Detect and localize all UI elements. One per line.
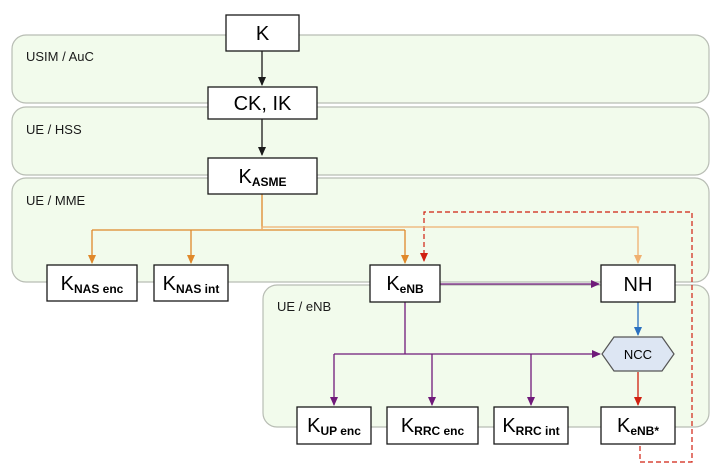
key-krrc-int-label: KRRC int <box>502 415 559 438</box>
key-kasme-sub: ASME <box>252 175 287 189</box>
key-box-nh: NH <box>600 264 676 303</box>
key-box-k: K <box>225 14 300 52</box>
key-box-knas-enc: KNAS enc <box>46 264 138 302</box>
zone-usim-auc <box>11 34 710 104</box>
key-krrc-enc-label: KRRC enc <box>401 415 465 438</box>
key-box-kenb-star: KeNB* <box>600 406 676 445</box>
key-kenb-label: KeNB <box>386 273 424 296</box>
key-box-krrc-enc: KRRC enc <box>386 406 479 445</box>
key-krrc-int-sub: RRC int <box>516 424 560 438</box>
key-k-label: K <box>256 23 270 45</box>
key-box-knas-int: KNAS int <box>153 264 229 302</box>
key-kup-enc-label: KUP enc <box>307 415 361 438</box>
kenb-star-feedback-dashed-arrow <box>420 211 693 463</box>
key-kasme-label: KASME <box>238 166 286 189</box>
key-kup-enc-main: K <box>307 415 321 437</box>
key-krrc-enc-sub: RRC enc <box>414 424 464 438</box>
key-box-kup-enc: KUP enc <box>296 406 372 445</box>
key-nh-label: NH <box>624 274 653 296</box>
key-kup-enc-sub: UP enc <box>320 424 361 438</box>
key-kenb-star-label: KeNB* <box>617 415 659 438</box>
key-knas-enc-label: KNAS enc <box>61 273 124 296</box>
key-box-kenb: KeNB <box>369 264 441 303</box>
key-kenb-sub: eNB <box>400 282 424 296</box>
zone-label-ue-mme: UE / MME <box>26 193 86 208</box>
key-knas-enc-sub: NAS enc <box>74 282 124 296</box>
key-kasme-main: K <box>238 166 252 188</box>
ncc-decision: NCC <box>601 336 675 372</box>
key-kenb-main: K <box>386 273 400 295</box>
zone-label-ue-enb: UE / eNB <box>277 299 331 314</box>
zone-ue-hss <box>11 106 710 176</box>
key-kenb-star-main: K <box>617 415 631 437</box>
key-knas-int-main: K <box>163 273 177 295</box>
key-knas-int-sub: NAS int <box>176 282 219 296</box>
key-ck-ik-label: CK, IK <box>234 93 292 115</box>
ncc-label: NCC <box>624 347 652 362</box>
key-box-ck-ik: CK, IK <box>207 86 318 120</box>
zone-label-ue-hss: UE / HSS <box>26 122 82 137</box>
key-krrc-enc-main: K <box>401 415 415 437</box>
key-box-krrc-int: KRRC int <box>493 406 569 445</box>
key-knas-int-label: KNAS int <box>163 273 220 296</box>
key-krrc-int-main: K <box>502 415 516 437</box>
key-kenb-star-sub: eNB* <box>630 424 659 438</box>
zone-ue-enb <box>262 284 710 428</box>
zone-label-usim-auc: USIM / AuC <box>26 49 94 64</box>
key-knas-enc-main: K <box>61 273 75 295</box>
arrow-kasme-to-nh <box>261 226 642 264</box>
key-box-kasme: KASME <box>207 157 318 195</box>
